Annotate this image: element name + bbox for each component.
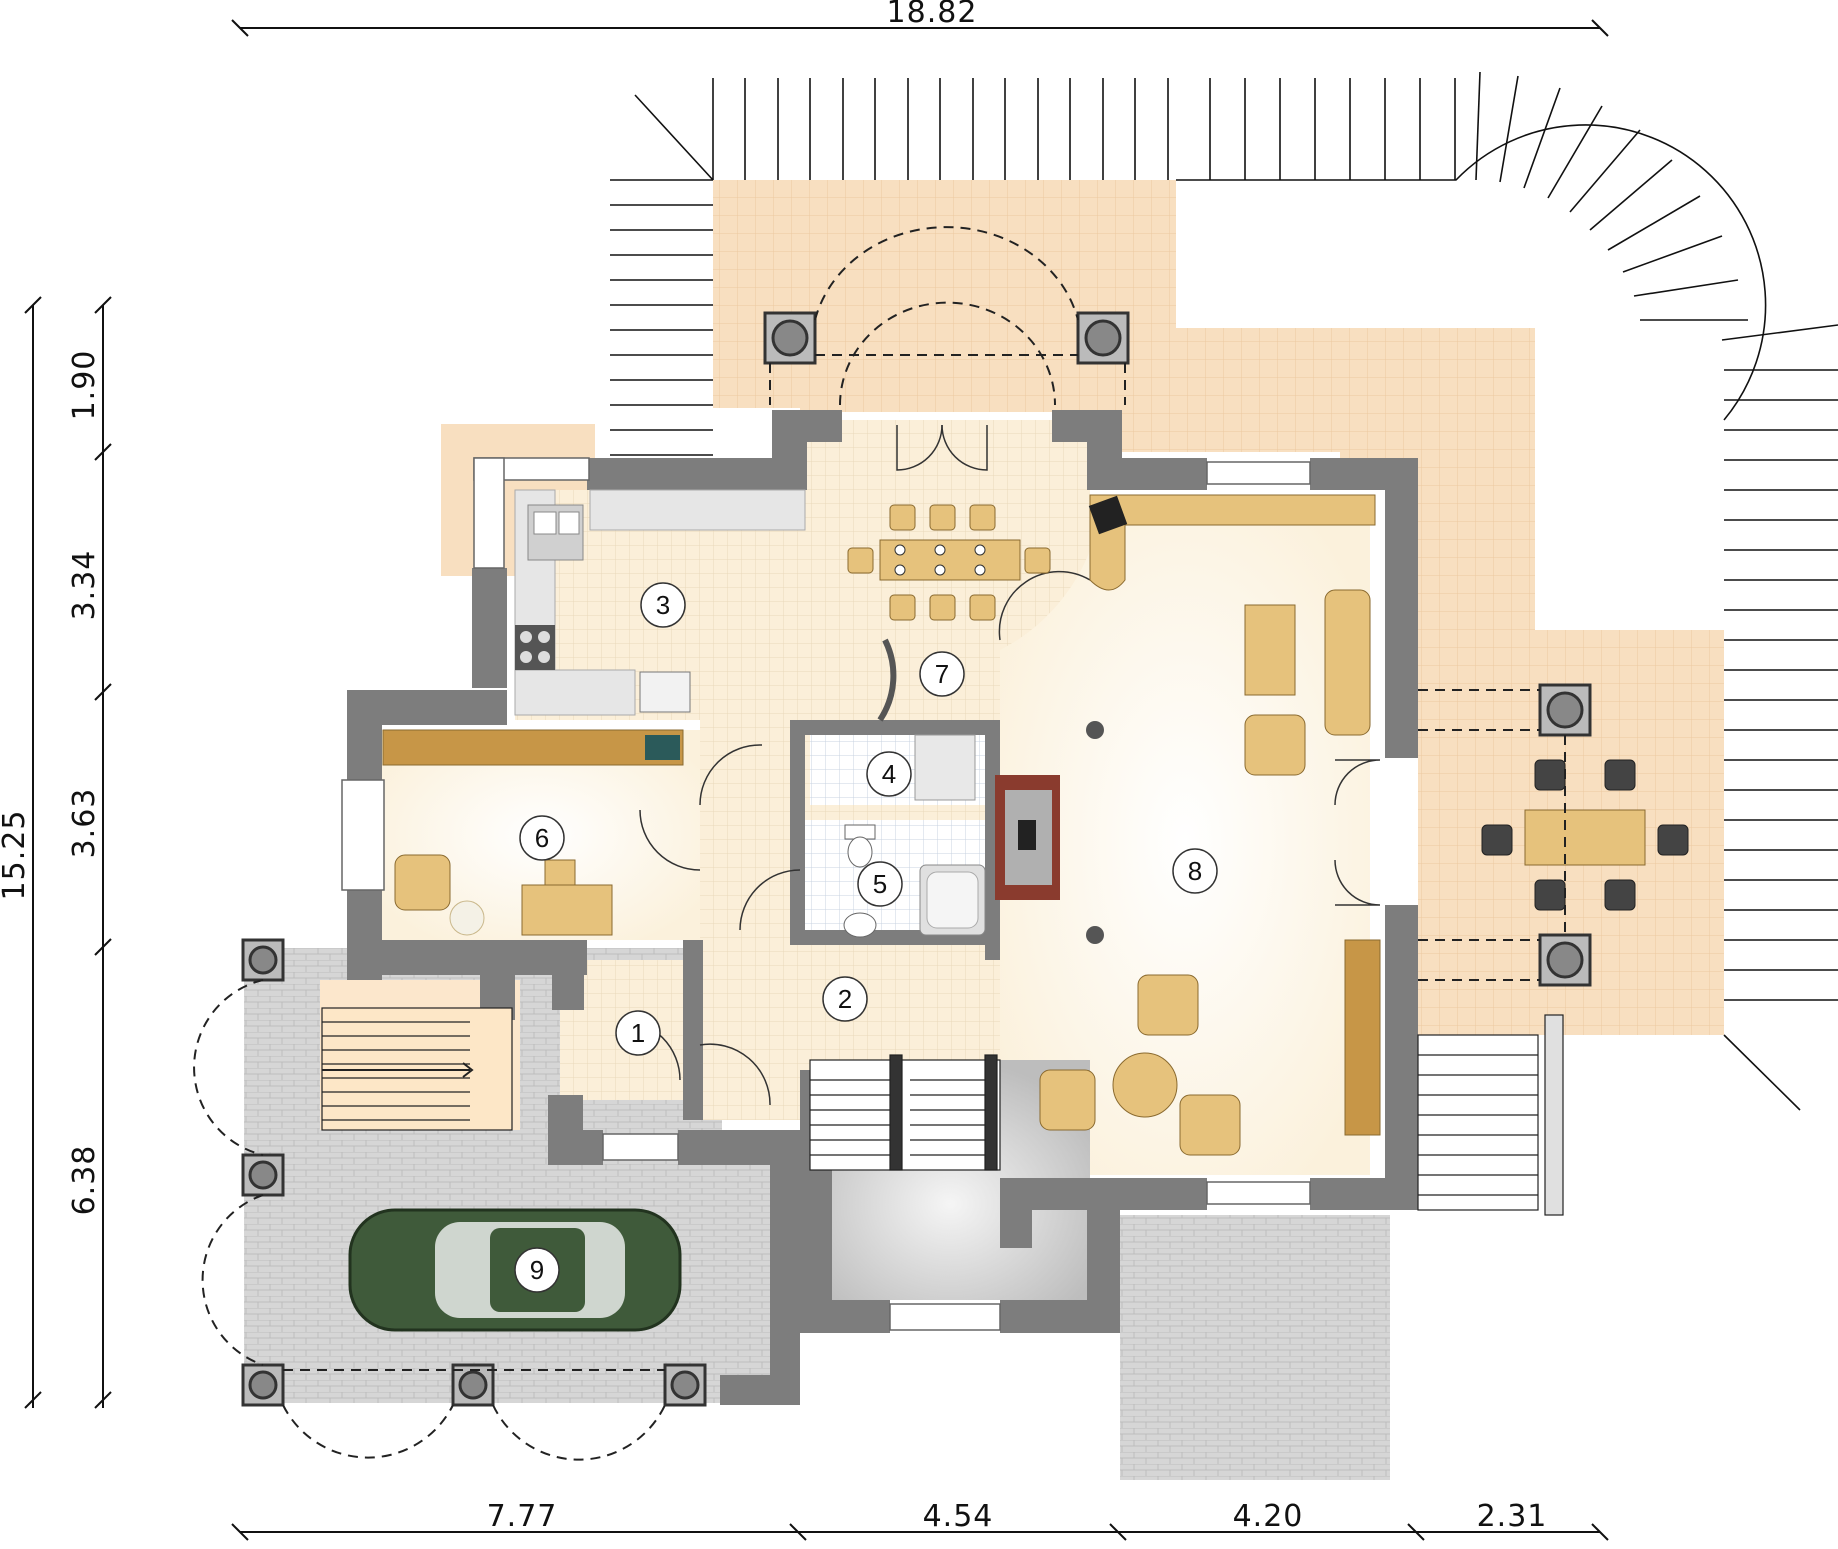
room-number-1: 1	[631, 1018, 645, 1048]
dimension-top-total: 18.82	[887, 0, 978, 30]
room-label: 5	[857, 861, 903, 907]
stairs-icon	[321, 1007, 1001, 1171]
dining-set-icon	[1481, 759, 1689, 911]
room-number-3: 3	[656, 590, 670, 620]
overhead-beams	[193, 226, 1566, 1461]
stove-icon	[515, 625, 555, 670]
room-label: 4	[866, 751, 912, 797]
steps	[1417, 1014, 1564, 1216]
toilet-icon	[843, 824, 877, 938]
dimension-labels: 18.82 7.77 4.54 4.20 2.31 15.25 1.90 3.3…	[0, 0, 1548, 1534]
room-label: 8	[1172, 848, 1218, 894]
armchair-icon	[394, 854, 451, 911]
room-number-6: 6	[535, 823, 549, 853]
room-label: 2	[822, 976, 868, 1022]
bathtub-icon	[919, 864, 986, 936]
kitchen	[514, 489, 806, 716]
windows	[341, 457, 1311, 1331]
room-label: 9	[514, 1247, 560, 1293]
dimension-bottom-3: 4.20	[1233, 1499, 1304, 1534]
dimension-left-4: 6.38	[67, 1145, 102, 1216]
room-label: 7	[919, 651, 965, 697]
armchair-icon	[1039, 714, 1306, 1156]
office	[382, 729, 684, 936]
dimension-left-2: 3.34	[67, 550, 102, 621]
living-room	[1039, 494, 1381, 1156]
column-icon	[241, 311, 1592, 1407]
room-label: 3	[640, 582, 686, 628]
bathroom	[843, 734, 986, 938]
room-number-8: 8	[1188, 856, 1202, 886]
dimension-left-total: 15.25	[0, 810, 32, 901]
fireplace-icon	[995, 775, 1060, 900]
dining-set-icon	[847, 504, 1051, 621]
room-number-5: 5	[873, 869, 887, 899]
room-number-7: 7	[935, 659, 949, 689]
terrace	[713, 180, 1724, 1035]
dimension-left-3: 3.63	[67, 788, 102, 859]
dimension-bottom-1: 7.77	[487, 1499, 558, 1534]
room-number-9: 9	[530, 1255, 544, 1285]
dimension-left-1: 1.90	[67, 350, 102, 421]
room-number-2: 2	[838, 984, 852, 1014]
room-label: 6	[519, 815, 565, 861]
room-label: 1	[615, 1010, 661, 1056]
room-number-4: 4	[882, 759, 896, 789]
sink-icon	[527, 504, 584, 561]
door-swings	[619, 424, 1381, 1106]
ground-hatching	[610, 71, 1838, 1111]
dimension-lines	[24, 19, 1609, 1541]
dimension-bottom-2: 4.54	[923, 1499, 994, 1534]
room-labels: 3 4 5 6 7 8 2 1 9	[514, 582, 1218, 1293]
walls	[347, 410, 1418, 1405]
dimension-bottom-4: 2.31	[1477, 1499, 1548, 1534]
